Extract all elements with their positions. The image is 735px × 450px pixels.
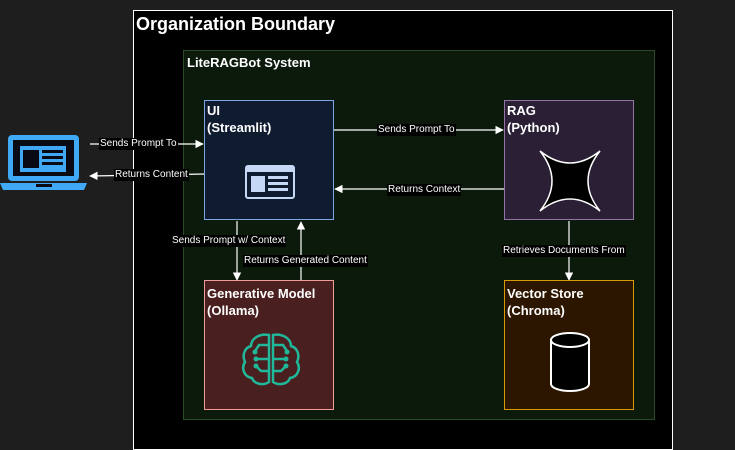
edge-label-ui-to-model: Sends Prompt w/ Context [171,235,287,247]
ui-streamlit-node: UI (Streamlit) [204,100,334,220]
system-boundary-title: LiteRAGBot System [187,55,311,70]
sparkle-icon [539,150,601,212]
brain-circuit-icon [242,333,300,386]
rag-python-node: RAG (Python) [504,100,634,220]
browser-window-icon [245,165,295,199]
edge-label-ui-to-rag: Sends Prompt To [377,124,456,136]
vector-node-subtitle: (Chroma) [507,303,565,318]
organization-boundary-title: Organization Boundary [136,14,336,34]
edge-label-laptop-to-ui: Sends Prompt To [99,138,178,150]
vector-store-node: Vector Store (Chroma) [504,280,634,410]
ui-node-subtitle: (Streamlit) [207,120,272,135]
model-node-subtitle: (Ollama) [207,303,260,318]
edge-label-rag-to-vector: Retrieves Documents From [502,245,626,257]
edge-label-rag-to-ui: Returns Context [387,184,462,196]
laptop-icon [0,135,87,190]
generative-model-node: Generative Model (Ollama) [204,280,334,410]
model-node-title: Generative Model [207,286,316,301]
database-cylinder-icon [550,332,590,392]
rag-node-subtitle: (Python) [507,120,560,135]
ui-node-title: UI [207,103,220,118]
edge-label-ui-to-laptop: Returns Content [114,169,189,181]
rag-node-title: RAG [507,103,536,118]
edge-label-model-to-ui: Returns Generated Content [243,255,368,267]
vector-node-title: Vector Store [507,286,584,301]
